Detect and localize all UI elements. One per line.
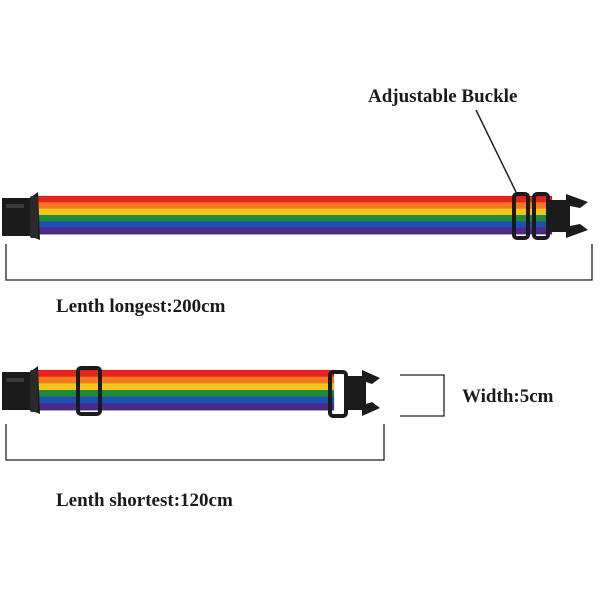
short-strap-stripe: [36, 403, 334, 411]
long-strap-stripes: [35, 195, 553, 235]
short-left-buckle: [2, 366, 40, 414]
short-strap-stripe: [36, 370, 334, 378]
short-adjuster-buckle: [76, 366, 102, 416]
width-dimension-bracket: [400, 374, 445, 417]
buckle-callout-line: [475, 109, 517, 193]
long-strap-stripe: [36, 208, 552, 216]
length-shortest-label: Lenth shortest:120cm: [56, 490, 233, 511]
long-right-clip: [548, 194, 588, 238]
long-strap-stripe: [36, 227, 552, 235]
long-strap-stripe: [36, 221, 552, 229]
adjustable-buckle-label: Adjustable Buckle: [368, 86, 518, 107]
long-strap-stripe: [36, 202, 552, 210]
long-left-buckle: [2, 192, 40, 240]
long-strap: [2, 192, 588, 240]
long-strap-stripe: [36, 196, 552, 203]
short-strap-stripe: [36, 376, 334, 384]
short-dimension-line: [5, 424, 385, 461]
short-strap-stripe: [36, 383, 334, 391]
long-dimension-line: [5, 244, 593, 281]
short-strap-stripe: [36, 396, 334, 404]
long-strap-stripe: [36, 215, 552, 222]
short-strap: [2, 366, 380, 418]
short-strap-stripe: [36, 390, 334, 398]
width-label: Width:5cm: [462, 386, 554, 407]
short-strap-stripes: [35, 369, 335, 411]
short-right-clip: [328, 370, 380, 418]
length-longest-label: Lenth longest:200cm: [56, 296, 226, 317]
